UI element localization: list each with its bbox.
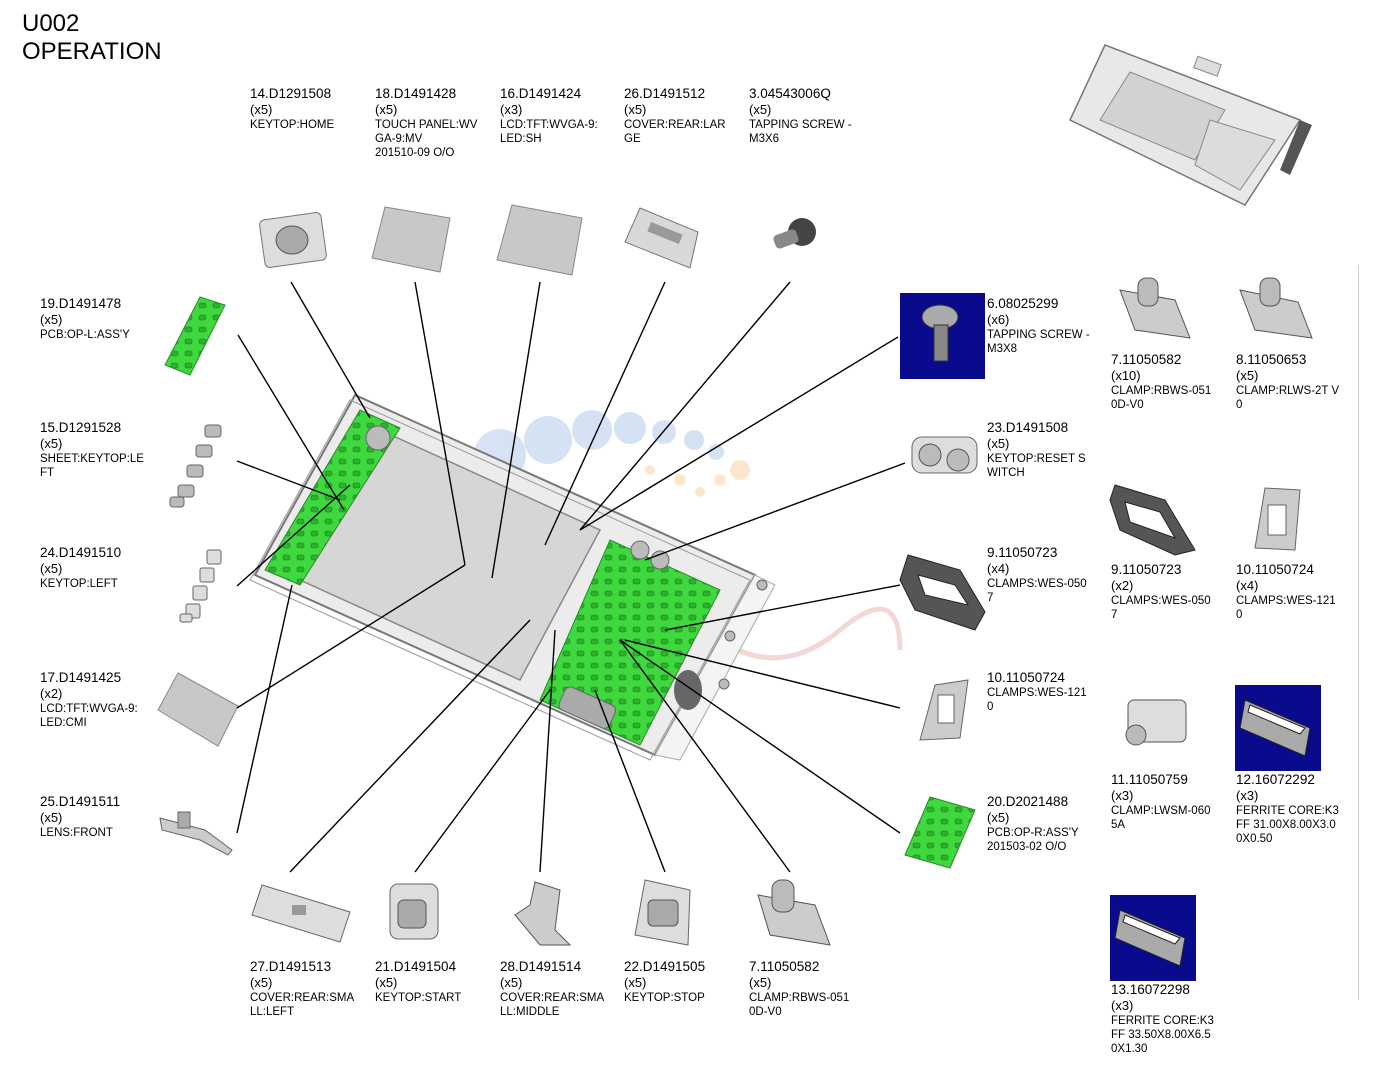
lcd-cmi-part [157,672,239,747]
tapping-screw-m3x6-part [773,218,816,249]
section-title: OPERATION [22,38,162,65]
part-label-28: 28.D1491514 (x5) COVER:REAR:SMA LL:MIDDL… [500,959,605,1018]
part-label-20: 20.D2021488 (x5) PCB:OP-R:ASS'Y 201503-0… [987,794,1079,853]
part-label-7b: 7.11050582 (x5) CLAMP:RBWS-051 0D-V0 [749,959,850,1018]
part-label-21: 21.D1491504 (x5) KEYTOP:START [375,959,462,1004]
sheet-keytop-left-part [169,424,222,508]
right-column-divider [1358,265,1359,1000]
keytop-start-part [389,883,439,940]
part-label-14: 14.D1291508 (x5) KEYTOP:HOME [250,86,335,131]
ferrite-core-k3-3100-part [1239,699,1311,757]
lens-front-part [159,811,233,856]
pcb-op-r-part [904,796,976,869]
cover-rear-small-middle-part [514,881,572,946]
part-label-26: 26.D1491512 (x5) COVER:REAR:LAR GE [624,86,726,145]
part-label-10a: 10.11050724 CLAMPS:WES-121 0 [987,670,1087,713]
part-label-16: 16.D1491424 (x3) LCD:TFT:WVGA-9: LED:SH [500,86,598,145]
keytop-left-part [179,549,222,623]
lcd-sh-part [496,204,583,276]
part-label-9b: 9.11050723 (x2) CLAMPS:WES-050 7 [1111,562,1211,621]
tapping-screw-m3x8-part [921,304,959,362]
part-label-3: 3.04543006Q (x5) TAPPING SCREW - M3X6 [749,86,852,145]
clamp-rbws-0510d-part-2 [757,879,831,946]
clamp-wes-1210-part [919,679,969,741]
clamp-lwsm-0605a-part [1125,699,1187,746]
part-label-9a: 9.11050723 (x4) CLAMPS:WES-050 7 [987,545,1087,604]
part-label-6: 6.08025299 (x6) TAPPING SCREW - M3X8 [987,296,1090,355]
page-title: U002 OPERATION [22,10,162,66]
keytop-home-part [259,212,327,268]
part-label-12: 12.16072292 (x3) FERRITE CORE:K3 FF 31.0… [1236,772,1339,845]
part-label-18: 18.D1491428 (x5) TOUCH PANEL:WV GA-9:MV … [375,86,478,159]
keytop-reset-switch-part [911,436,978,474]
part-label-25: 25.D1491511 (x5) LENS:FRONT [40,794,121,839]
clamp-rbws-0510d-part [1119,277,1191,339]
part-label-8: 8.11050653 (x5) CLAMP:RLWS-2T V 0 [1236,352,1340,411]
part-label-15: 15.D1291528 (x5) SHEET:KEYTOP:LE FT [40,420,144,479]
ferrite-core-k3-3350-part [1114,909,1186,967]
touch-panel-part [371,206,451,273]
part-label-24: 24.D1491510 (x5) KEYTOP:LEFT [40,545,122,590]
section-code: U002 [22,10,80,37]
assembled-unit-view [1069,44,1312,206]
keytop-stop-part [634,879,691,946]
part-label-7a: 7.11050582 (x10) CLAMP:RBWS-051 0D-V0 [1111,352,1212,411]
pcb-op-l-part [164,296,226,376]
clamp-wes-0507-part-2 [1109,484,1196,556]
part-label-19: 19.D1491478 (x5) PCB:OP-L:ASS'Y [40,296,130,341]
part-label-13: 13.16072298 (x3) FERRITE CORE:K3 FF 33.5… [1111,982,1214,1055]
part-label-11: 11.11050759 (x3) CLAMP:LWSM-060 5A [1111,772,1211,831]
part-label-22: 22.D1491505 (x5) KEYTOP:STOP [624,959,706,1004]
part-label-10b: 10.11050724 (x4) CLAMPS:WES-121 0 [1236,562,1336,621]
clamp-wes-1210-part-2 [1254,487,1301,551]
part-label-23: 23.D1491508 (x5) KEYTOP:RESET S WITCH [987,420,1086,479]
part-label-17: 17.D1491425 (x2) LCD:TFT:WVGA-9: LED:CMI [40,670,138,729]
clamp-wes-0507-part [899,554,986,631]
cover-rear-large-part [624,207,699,269]
clamp-rlws-2t-part [1239,277,1313,339]
leader-lines [236,281,906,873]
part-label-27: 27.D1491513 (x5) COVER:REAR:SMA LL:LEFT [250,959,355,1018]
cover-rear-small-left-part [251,884,351,943]
